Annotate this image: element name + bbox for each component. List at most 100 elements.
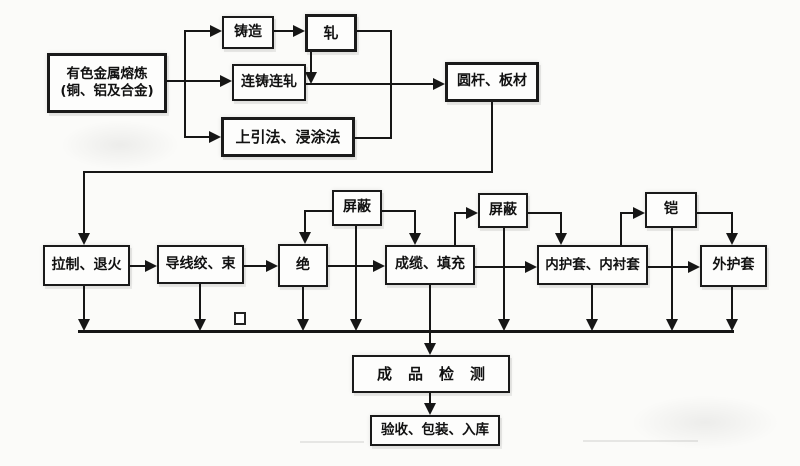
node-inner-sheath-liner-label: 内护套、内衬套 xyxy=(545,256,640,273)
node-armoring-label: 铠 xyxy=(664,201,678,218)
node-continuous-cast-roll: 连铸连轧 xyxy=(232,64,306,101)
node-conductor-stranding-label: 导线绞、束 xyxy=(165,255,236,272)
connector-line xyxy=(591,285,593,319)
arrowhead-down-icon xyxy=(726,233,738,245)
connector-line xyxy=(503,228,505,319)
connector-line xyxy=(184,30,211,32)
node-continuous-cast-roll-label: 连铸连轧 xyxy=(241,73,297,90)
arrowhead-down-icon xyxy=(586,319,598,331)
node-updraw-dipcoat-label: 上引法、浸涂法 xyxy=(235,127,341,146)
connector-line xyxy=(305,210,332,212)
node-smelting-line1: 有色金属熔炼 xyxy=(66,66,148,83)
connector-line xyxy=(697,212,733,214)
arrowhead-down-icon xyxy=(726,319,738,331)
connector-line xyxy=(83,286,85,319)
node-shield-left: 屏蔽 xyxy=(332,190,382,226)
node-casting: 铸造 xyxy=(222,16,274,49)
node-rolling: 轧 xyxy=(305,14,357,52)
connector-line xyxy=(382,210,416,212)
arrowhead-right-icon xyxy=(210,25,222,37)
arrowhead-down-icon xyxy=(424,403,436,415)
node-product-inspection: 成品检测 xyxy=(352,355,510,393)
node-drawing-annealing-label: 拉制、退火 xyxy=(51,256,122,273)
arrowhead-right-icon xyxy=(220,75,232,87)
connector-line xyxy=(620,212,634,214)
arrowhead-down-icon xyxy=(305,72,317,84)
node-shield-right: 屏蔽 xyxy=(478,193,528,228)
node-conductor-stranding: 导线绞、束 xyxy=(157,245,244,284)
arrowhead-down-icon xyxy=(194,319,206,331)
arrowhead-right-icon xyxy=(433,78,445,90)
arrowhead-down-icon xyxy=(409,233,421,245)
connector-line xyxy=(731,287,733,319)
connector-line xyxy=(83,171,85,233)
node-smelting: 有色金属熔炼 (铜、铝及合金) xyxy=(47,53,167,113)
node-casting-label: 铸造 xyxy=(234,23,262,40)
connector-line xyxy=(454,212,467,214)
node-product-inspection-label: 成品检测 xyxy=(376,364,501,383)
node-acceptance-packing-storage: 验收、包装、入库 xyxy=(370,415,500,446)
connector-line xyxy=(560,212,562,233)
connector-line xyxy=(355,137,392,139)
arrowhead-down-icon xyxy=(78,319,90,331)
node-smelting-line2: (铜、铝及合金) xyxy=(60,83,154,99)
connector-line xyxy=(429,285,431,344)
node-rod-plate-label: 圆杆、板材 xyxy=(457,73,527,90)
arrowhead-right-icon xyxy=(266,260,278,272)
connector-line xyxy=(328,265,375,267)
connector-line xyxy=(671,228,673,319)
node-acceptance-packing-storage-label: 验收、包装、入库 xyxy=(381,422,489,439)
node-rod-plate: 圆杆、板材 xyxy=(445,62,539,102)
connector-line xyxy=(648,266,690,268)
arrowhead-down-icon xyxy=(424,343,436,355)
connector-line xyxy=(274,30,294,32)
connector-line xyxy=(731,212,733,233)
scan-artifact xyxy=(300,441,364,443)
connector-line xyxy=(199,284,201,319)
arrowhead-right-icon xyxy=(466,207,478,219)
arrowhead-down-icon xyxy=(299,232,311,244)
arrowhead-right-icon xyxy=(209,131,221,143)
arrowhead-down-icon xyxy=(498,319,510,331)
node-insulation: 绝 xyxy=(278,244,328,287)
arrowhead-right-icon xyxy=(293,25,305,37)
connector-line xyxy=(166,80,186,82)
connector-line xyxy=(414,210,416,233)
node-outer-sheath-label: 外护套 xyxy=(712,257,755,274)
scan-artifact xyxy=(583,440,698,442)
connector-line xyxy=(244,265,268,267)
node-cabling-filling-label: 成缆、填充 xyxy=(395,256,465,273)
arrowhead-down-icon xyxy=(555,233,567,245)
connector-line xyxy=(454,212,456,245)
connector-line xyxy=(306,83,434,85)
arrowhead-right-icon xyxy=(525,261,537,273)
node-smelting-label: 有色金属熔炼 (铜、铝及合金) xyxy=(60,66,153,100)
node-drawing-annealing: 拉制、退火 xyxy=(43,245,130,286)
connector-line xyxy=(184,136,210,138)
node-inner-sheath-liner: 内护套、内衬套 xyxy=(537,245,648,285)
node-insulation-label: 绝 xyxy=(296,256,310,273)
arrowhead-down-icon xyxy=(78,233,90,245)
node-armoring: 铠 xyxy=(645,192,697,228)
node-shield-right-label: 屏蔽 xyxy=(489,201,517,218)
connector-line xyxy=(302,287,304,319)
connector-line xyxy=(304,210,306,233)
connector-line xyxy=(130,265,147,267)
scan-artifact xyxy=(60,120,180,170)
connector-line xyxy=(83,171,493,173)
connector-line xyxy=(310,52,312,73)
arrowhead-right-icon xyxy=(373,260,385,272)
connector-line xyxy=(620,212,622,245)
scan-artifact xyxy=(630,395,780,450)
collector-bus-line xyxy=(78,330,734,333)
arrowhead-down-icon xyxy=(350,319,362,331)
node-cabling-filling: 成缆、填充 xyxy=(385,245,475,285)
arrowhead-right-icon xyxy=(145,260,157,272)
connector-line xyxy=(491,102,493,173)
node-rolling-label: 轧 xyxy=(323,23,339,42)
small-square-mark xyxy=(234,312,246,325)
connector-line xyxy=(184,30,186,138)
connector-line xyxy=(357,30,392,32)
arrowhead-right-icon xyxy=(688,261,700,273)
